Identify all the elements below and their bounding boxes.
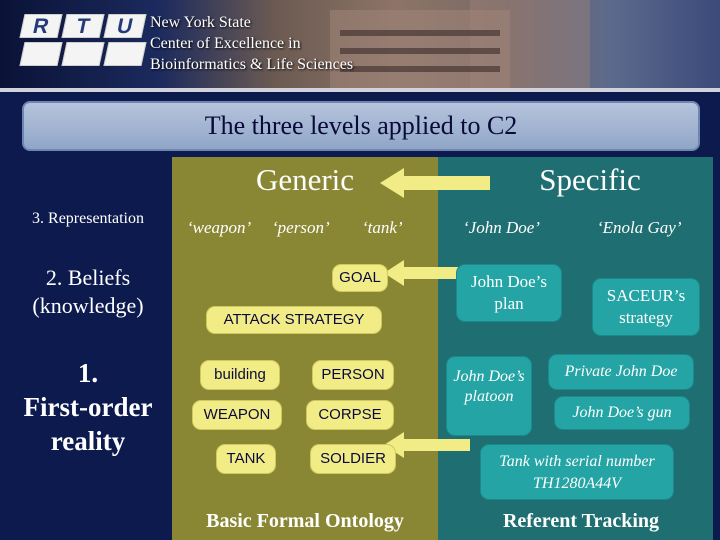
reality-john-doe-gun: John Doe’s gun xyxy=(554,396,690,430)
footer-basic-formal-ontology: Basic Formal Ontology xyxy=(206,510,404,532)
footer-referent-tracking: Referent Tracking xyxy=(502,510,660,532)
reality-building: building xyxy=(200,360,280,390)
belief-goal: GOAL xyxy=(332,264,388,292)
institution-name: New York State Center of Excellence in B… xyxy=(150,12,353,75)
left-arrow-icon xyxy=(384,432,470,458)
generic-heading: Generic xyxy=(255,162,355,197)
belief-john-doe-plan: John Doe’s plan xyxy=(456,264,562,322)
term-person: ‘person’ xyxy=(272,218,330,237)
header-banner: R T U New York State Center of Excellenc… xyxy=(0,0,720,88)
reality-private-john-doe: Private John Doe xyxy=(548,354,694,390)
logo-tile xyxy=(61,42,105,66)
left-arrow-icon xyxy=(380,168,490,198)
logo-letter-r: R xyxy=(19,14,63,38)
row-label-reality-line-3: reality xyxy=(50,426,126,456)
institution-line-3: Bioinformatics & Life Sciences xyxy=(150,56,354,73)
reality-tank-serial: Tank with serial number TH1280A44V xyxy=(480,444,674,500)
term-tank: ‘tank’ xyxy=(362,218,403,237)
logo-tile xyxy=(103,42,147,66)
institution-line-1: New York State xyxy=(150,14,251,31)
reality-soldier: SOLDIER xyxy=(310,444,396,474)
building-windows xyxy=(340,48,500,54)
logo-letter-u: U xyxy=(103,14,147,38)
reality-weapon: WEAPON xyxy=(192,400,282,430)
reality-corpse: CORPSE xyxy=(306,400,394,430)
reality-john-doe-platoon: John Doe’s platoon xyxy=(446,356,532,436)
institution-line-2: Center of Excellence in xyxy=(150,35,301,52)
logo-letter-t: T xyxy=(61,14,105,38)
slide-title: The three levels applied to C2 xyxy=(22,101,700,151)
row-label-reality-line-1: 1. xyxy=(77,358,99,388)
specific-heading: Specific xyxy=(539,162,641,197)
row-label-beliefs-line-2: (knowledge) xyxy=(32,293,144,318)
reality-person: PERSON xyxy=(312,360,394,390)
generic-panel xyxy=(172,157,438,540)
term-john-doe: ‘John Doe’ xyxy=(463,218,540,237)
reality-tank: TANK xyxy=(216,444,276,474)
logo-tile xyxy=(19,42,63,66)
row-label-representation: 3. Representation xyxy=(32,210,144,227)
left-arrow-icon xyxy=(384,260,470,286)
header-divider xyxy=(0,88,720,92)
building-windows xyxy=(340,30,500,36)
building-windows xyxy=(340,66,500,72)
row-label-beliefs: 2. Beliefs (knowledge) xyxy=(4,264,172,320)
building-photo-tower xyxy=(470,0,590,88)
row-label-reality-line-2: First-order xyxy=(23,392,153,422)
row-label-reality: 1. First-order reality xyxy=(4,356,172,458)
belief-attack-strategy: ATTACK STRATEGY xyxy=(206,306,382,334)
belief-saceur-strategy: SACEUR’s strategy xyxy=(592,278,700,336)
term-enola-gay: ‘Enola Gay’ xyxy=(597,218,682,237)
row-label-beliefs-line-1: 2. Beliefs xyxy=(45,265,131,290)
term-weapon: ‘weapon’ xyxy=(187,218,252,237)
